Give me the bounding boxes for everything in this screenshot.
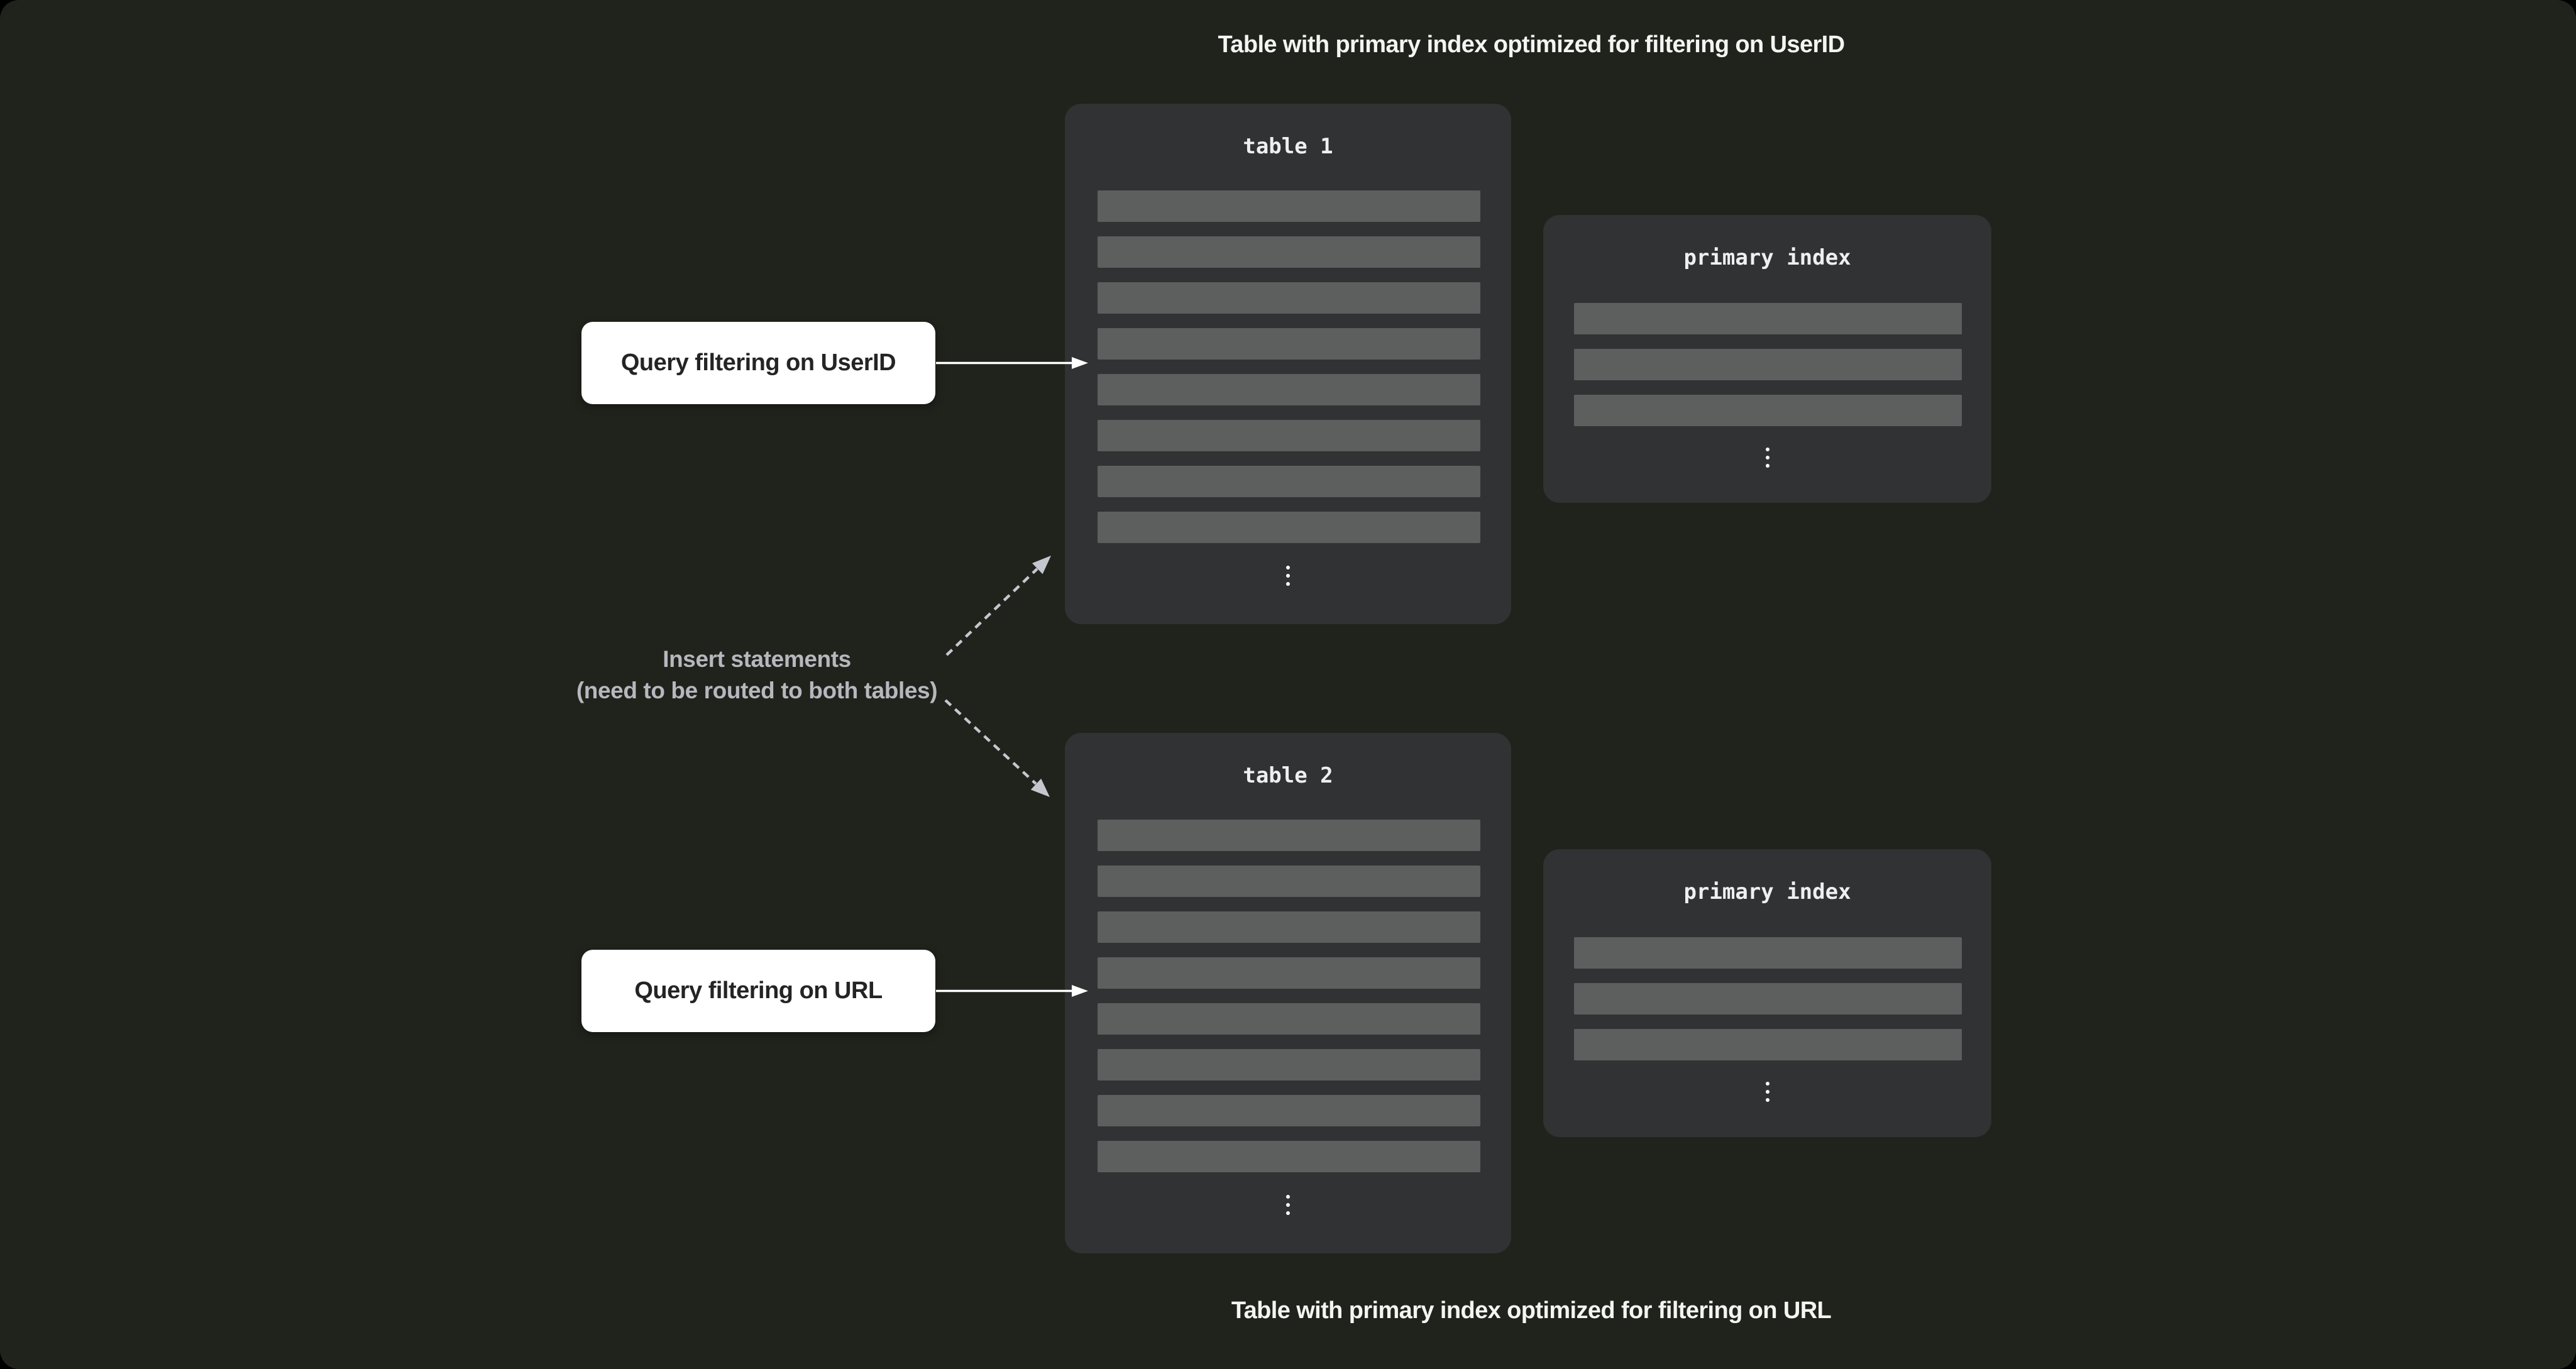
dashed-arrow-to-table2-icon <box>944 699 1050 797</box>
table-1-ellipsis-icon <box>1065 566 1511 586</box>
primary-index-2-rows <box>1574 937 1962 1075</box>
table-1-card: table 1 <box>1065 104 1511 624</box>
ellipsis-dot <box>1765 1098 1770 1102</box>
primary-index-1-ellipsis-icon <box>1543 448 1991 468</box>
table-2-ellipsis-icon <box>1065 1195 1511 1215</box>
record-row <box>1098 1003 1480 1035</box>
table-2-rows <box>1098 820 1480 1187</box>
insert-statements-note: Insert statements (need to be routed to … <box>443 644 1071 706</box>
ellipsis-dot <box>1765 464 1770 468</box>
ellipsis-dot <box>1286 574 1290 578</box>
primary-index-1-rows <box>1574 303 1962 441</box>
primary-index-1-title: primary index <box>1683 245 1851 270</box>
primary-index-2-title: primary index <box>1683 879 1851 904</box>
insert-statements-note-line2: (need to be routed to both tables) <box>576 678 938 703</box>
primary-index-1-card: primary index <box>1543 215 1991 503</box>
bottom-caption: Table with primary index optimized for f… <box>1231 1297 1832 1324</box>
ellipsis-dot <box>1286 1203 1290 1207</box>
record-row <box>1574 303 1962 334</box>
record-row <box>1098 911 1480 943</box>
query-userid-label-box: Query filtering on UserID <box>581 322 935 404</box>
record-row <box>1098 1049 1480 1080</box>
ellipsis-dot <box>1765 456 1770 459</box>
record-row <box>1098 957 1480 989</box>
record-row <box>1574 1029 1962 1060</box>
ellipsis-dot <box>1286 1211 1290 1215</box>
table-2-title: table 2 <box>1243 763 1333 788</box>
table-2-card: table 2 <box>1065 733 1511 1253</box>
top-caption: Table with primary index optimized for f… <box>1218 31 1846 58</box>
record-row <box>1574 937 1962 969</box>
record-row <box>1574 395 1962 426</box>
record-row <box>1098 820 1480 851</box>
record-row <box>1098 466 1480 497</box>
record-row <box>1098 866 1480 897</box>
primary-index-2-card: primary index <box>1543 849 1991 1137</box>
record-row <box>1098 512 1480 543</box>
record-row <box>1098 236 1480 268</box>
record-row <box>1098 374 1480 405</box>
record-row <box>1098 282 1480 314</box>
record-row <box>1098 328 1480 360</box>
table-1-title: table 1 <box>1243 134 1333 159</box>
record-row <box>1098 420 1480 451</box>
insert-statements-note-line1: Insert statements <box>663 646 851 672</box>
dashed-arrow-to-table1-icon <box>945 556 1051 656</box>
ellipsis-dot <box>1286 1195 1290 1199</box>
query-url-label-box: Query filtering on URL <box>581 950 935 1032</box>
ellipsis-dot <box>1286 566 1290 569</box>
record-row <box>1098 1141 1480 1172</box>
record-row <box>1574 349 1962 380</box>
record-row <box>1574 983 1962 1014</box>
table-1-rows <box>1098 190 1480 558</box>
ellipsis-dot <box>1765 448 1770 451</box>
query-url-label: Query filtering on URL <box>634 977 883 1004</box>
ellipsis-dot <box>1765 1082 1770 1086</box>
ellipsis-dot <box>1286 582 1290 586</box>
record-row <box>1098 190 1480 222</box>
record-row <box>1098 1095 1480 1126</box>
primary-index-2-ellipsis-icon <box>1543 1082 1991 1102</box>
ellipsis-dot <box>1765 1090 1770 1094</box>
query-userid-label: Query filtering on UserID <box>620 349 896 376</box>
